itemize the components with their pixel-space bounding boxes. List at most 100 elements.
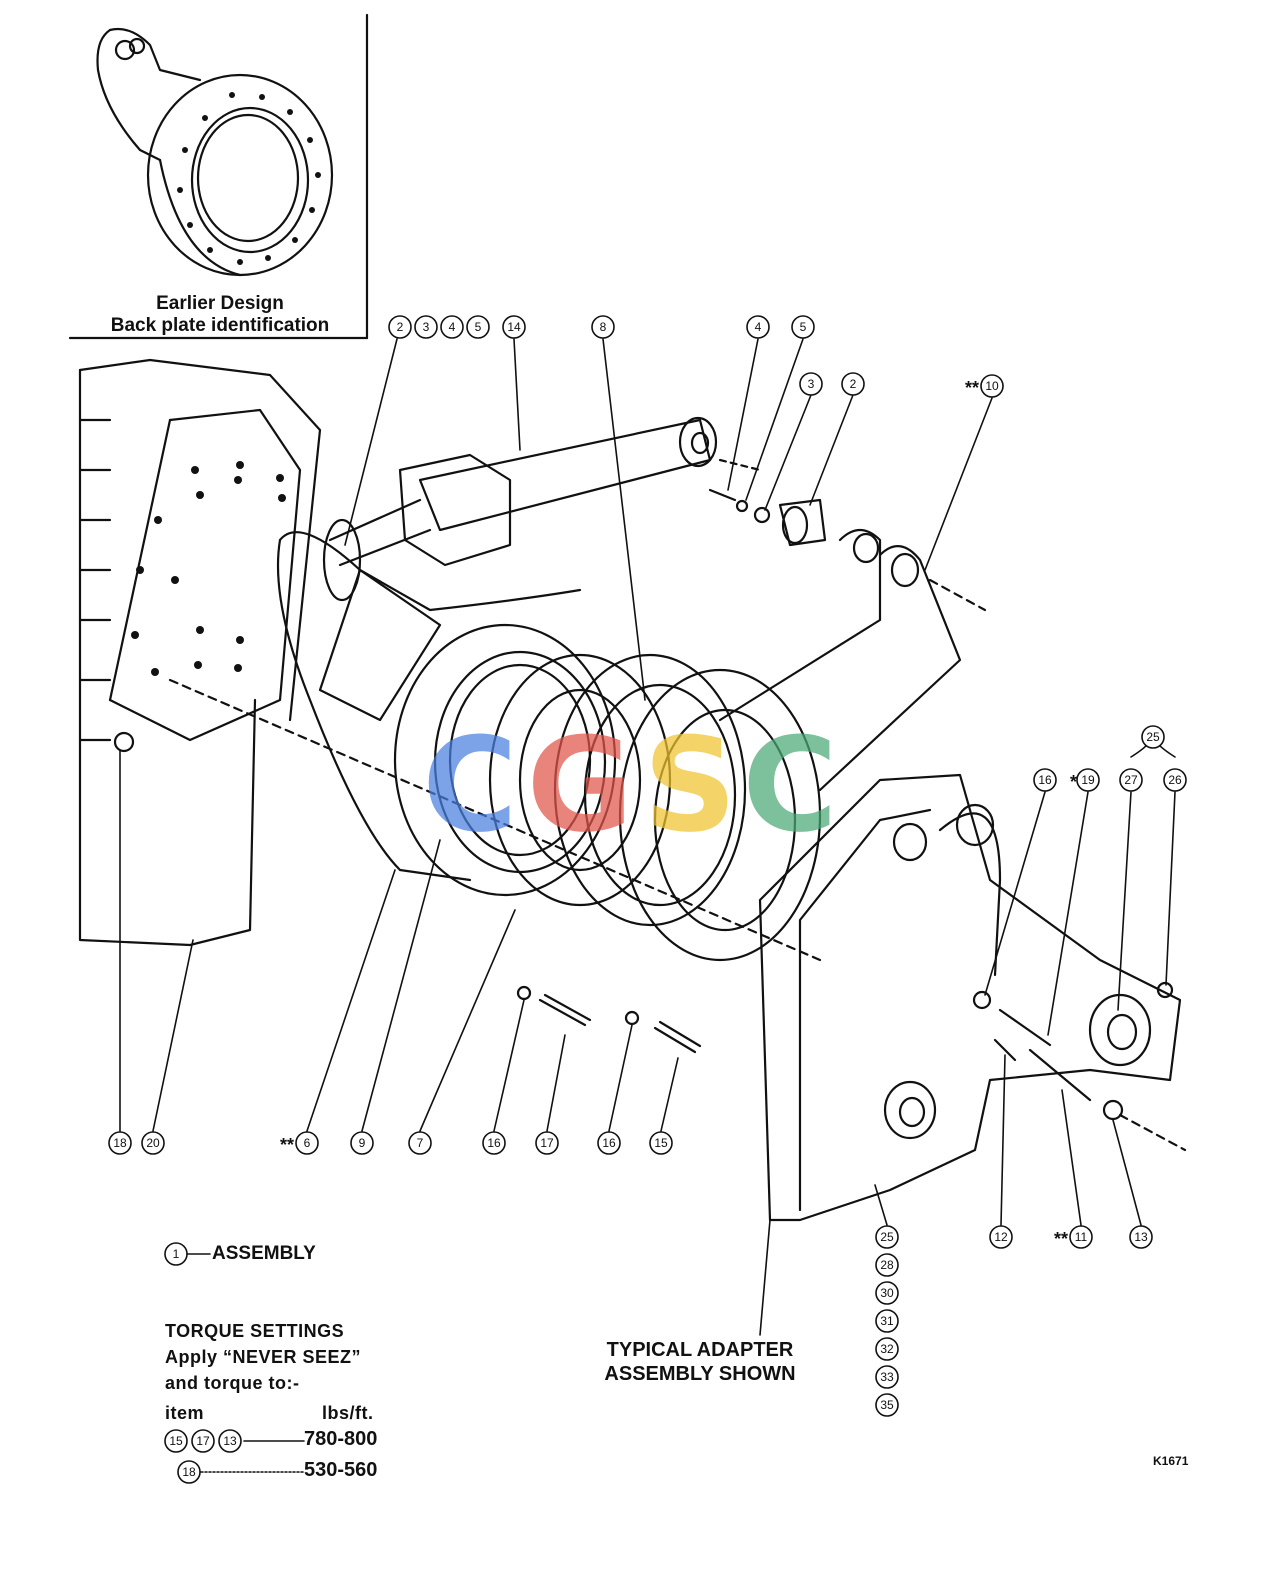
- callout-16-c: 16: [1033, 768, 1057, 792]
- svg-text:6: 6: [304, 1136, 311, 1150]
- callout-stack-33: 33: [875, 1365, 899, 1389]
- torque-row2-item-18: 18: [177, 1460, 201, 1484]
- torque-col-unit: lbs/ft.: [322, 1403, 374, 1423]
- svg-text:13: 13: [223, 1434, 237, 1448]
- callout-stack-32: 32: [875, 1337, 899, 1361]
- svg-text:3: 3: [423, 320, 430, 334]
- torque-row1-item-13: 13: [218, 1429, 242, 1453]
- inset-caption: Earlier Design Back plate identification: [70, 293, 370, 337]
- callout-top-group-2: 2: [388, 315, 412, 339]
- svg-text:15: 15: [654, 1136, 668, 1150]
- svg-text:32: 32: [880, 1342, 894, 1356]
- svg-text:26: 26: [1168, 773, 1182, 787]
- callout-4: 4: [746, 315, 770, 339]
- inset-frame: [68, 13, 369, 340]
- torque-value-row1: 780-800: [304, 1428, 378, 1450]
- callout-8: 8: [591, 315, 615, 339]
- callout-2: 2: [841, 372, 865, 396]
- svg-text:5: 5: [475, 320, 482, 334]
- callout-11: 11: [1069, 1225, 1093, 1249]
- callout-17: 17: [535, 1131, 559, 1155]
- callout-3: 3: [799, 372, 823, 396]
- leader-lines: [119, 338, 1176, 1473]
- callout-25-group: 25: [1141, 725, 1165, 749]
- svg-text:25: 25: [1146, 730, 1160, 744]
- inset-caption-line1: Earlier Design: [156, 293, 284, 314]
- torque-line3: and torque to:-: [165, 1373, 300, 1393]
- svg-text:20: 20: [146, 1136, 160, 1150]
- watermark-letter: S: [643, 709, 737, 861]
- svg-text:9: 9: [359, 1136, 366, 1150]
- svg-text:18: 18: [182, 1465, 196, 1479]
- callout-stack-25: 25: [875, 1225, 899, 1249]
- adapter-note: TYPICAL ADAPTER ASSEMBLY SHOWN: [580, 1338, 820, 1386]
- svg-text:25: 25: [880, 1230, 894, 1244]
- callout-16-b: 16: [597, 1131, 621, 1155]
- callout-9: 9: [350, 1131, 374, 1155]
- svg-text:12: 12: [994, 1230, 1008, 1244]
- svg-text:7: 7: [417, 1136, 424, 1150]
- svg-text:8: 8: [600, 320, 607, 334]
- callout-stack-31: 31: [875, 1309, 899, 1333]
- watermark-letter: G: [527, 709, 634, 861]
- callout-stack-28: 28: [875, 1253, 899, 1277]
- svg-text:17: 17: [196, 1434, 210, 1448]
- svg-text:11: 11: [1075, 1230, 1088, 1244]
- torque-row1-item-17: 17: [191, 1429, 215, 1453]
- callout-top-group-4: 4: [440, 315, 464, 339]
- svg-text:2: 2: [397, 320, 404, 334]
- callout-stack-30: 30: [875, 1281, 899, 1305]
- svg-text:35: 35: [880, 1398, 894, 1412]
- callout-6: 6: [295, 1131, 319, 1155]
- callout-16-a: 16: [482, 1131, 506, 1155]
- svg-text:14: 14: [507, 320, 521, 334]
- double-star-10: **: [965, 378, 979, 398]
- svg-text:16: 16: [602, 1136, 616, 1150]
- cylinder-drawing: [322, 416, 762, 602]
- watermark-letter: C: [742, 709, 837, 861]
- svg-text:16: 16: [1038, 773, 1052, 787]
- callout-18: 18: [108, 1131, 132, 1155]
- callout-7: 7: [408, 1131, 432, 1155]
- callout-top-group-3: 3: [414, 315, 438, 339]
- callout-assembly-1: 1: [164, 1242, 188, 1266]
- svg-text:13: 13: [1134, 1230, 1148, 1244]
- torque-col-item: item: [165, 1403, 205, 1423]
- double-star-11: **: [1054, 1229, 1068, 1249]
- svg-text:15: 15: [169, 1434, 183, 1448]
- torque-row1-item-15: 15: [164, 1429, 188, 1453]
- adapter-note-line1: TYPICAL ADAPTER: [606, 1339, 794, 1361]
- pin-hardware-drawing: [708, 488, 771, 524]
- adapter-drawing: [758, 773, 1187, 1222]
- svg-text:4: 4: [755, 320, 762, 334]
- bolts-drawing: [516, 985, 702, 1054]
- svg-text:33: 33: [880, 1370, 894, 1384]
- torque-value-row2: 530-560: [304, 1459, 378, 1481]
- callout-14: 14: [502, 315, 526, 339]
- callout-27: 27: [1119, 768, 1143, 792]
- svg-text:4: 4: [449, 320, 456, 334]
- stick-frame-drawing: [78, 358, 322, 947]
- svg-text:2: 2: [850, 377, 857, 391]
- torque-title: TORQUE SETTINGS: [165, 1321, 345, 1341]
- inset-caption-line2: Back plate identification: [110, 315, 330, 336]
- svg-text:31: 31: [880, 1314, 894, 1328]
- svg-text:10: 10: [985, 379, 999, 393]
- callout-top-group-5: 5: [466, 315, 490, 339]
- svg-text:17: 17: [540, 1136, 554, 1150]
- svg-text:30: 30: [880, 1286, 894, 1300]
- assembly-label: ASSEMBLY: [212, 1243, 316, 1264]
- backplate-drawing: [276, 531, 617, 897]
- svg-text:19: 19: [1081, 773, 1095, 787]
- svg-text:5: 5: [800, 320, 807, 334]
- callout-26: 26: [1163, 768, 1187, 792]
- torque-line2: Apply “NEVER SEEZ”: [165, 1347, 362, 1367]
- callout-12: 12: [989, 1225, 1013, 1249]
- single-star-19: *: [1070, 772, 1077, 792]
- watermark-letter: C: [422, 709, 517, 861]
- svg-text:16: 16: [487, 1136, 501, 1150]
- callout-19: 19: [1076, 768, 1100, 792]
